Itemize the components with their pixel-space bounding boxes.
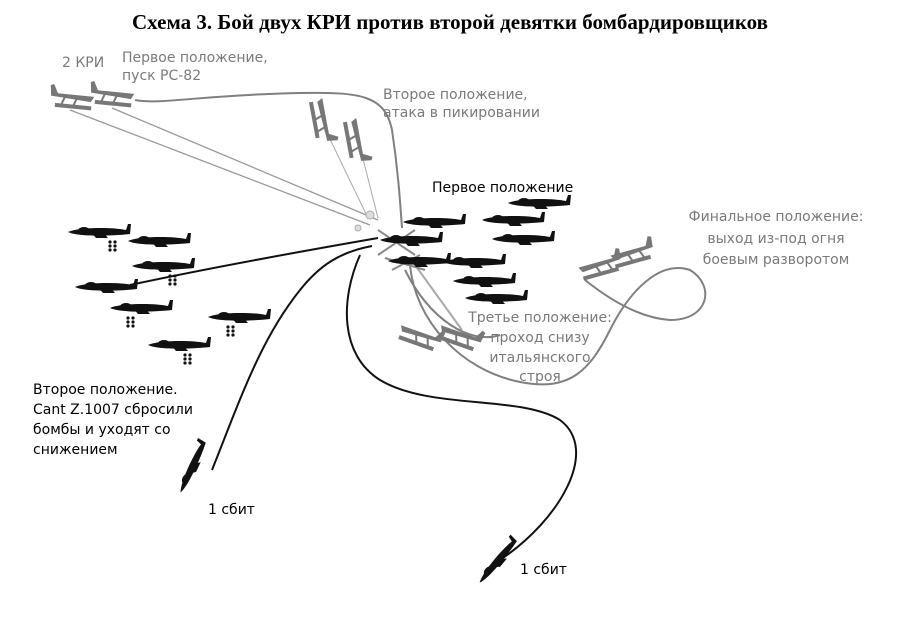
label-third-4: строя <box>519 369 561 385</box>
label-bombers-second-4: снижением <box>33 442 118 458</box>
label-second-position-2: атака в пикировании <box>383 105 540 121</box>
track-under-formation <box>404 269 501 339</box>
label-final-2: выход из-под огня <box>707 231 844 247</box>
label-downed-1: 1 сбит <box>208 502 255 518</box>
bomber-icon <box>75 279 138 293</box>
label-2-kri: 2 КРИ <box>62 55 104 71</box>
label-bombers-first: Первое положение <box>432 180 573 196</box>
fighter-tracks <box>69 91 707 386</box>
diagram-title: Схема 3. Бой двух КРИ против второй девя… <box>132 10 768 34</box>
label-bombers-second: Второе положение. <box>33 382 178 398</box>
bombs-icon <box>126 316 135 328</box>
bomber-icon <box>482 212 545 226</box>
bomber-icon <box>508 195 571 209</box>
track-bombers-descend <box>129 237 379 286</box>
bomber-tracks <box>129 237 578 561</box>
label-downed-2: 1 сбит <box>520 562 567 578</box>
bomber-icon <box>380 232 443 246</box>
label-third-3: итальянского <box>489 350 590 366</box>
dive-trail-2 <box>361 154 379 219</box>
bomber-icon <box>443 254 506 268</box>
track-third-to-final <box>409 264 707 386</box>
bomber-icon <box>465 290 528 304</box>
fighter-icon <box>435 321 488 353</box>
label-final-3: боевым разворотом <box>703 252 850 268</box>
label-first-position: Первое положение, <box>122 50 268 66</box>
downed-bomber-icon <box>474 534 521 587</box>
label-final: Финальное положение: <box>689 209 864 225</box>
bomber-icon <box>492 231 555 245</box>
rocket-trail-2 <box>111 107 379 221</box>
bomber-icon <box>453 273 516 287</box>
fighter-icon <box>395 321 448 353</box>
bombs-icon <box>183 353 192 365</box>
fighter-icon <box>303 95 342 149</box>
fighter-icon <box>84 78 137 114</box>
label-third-2: проход снизу <box>490 330 589 346</box>
track-downed-2 <box>345 254 578 561</box>
label-second-position: Второе положение, <box>383 87 528 103</box>
bombs-icon <box>226 325 235 337</box>
label-bombers-second-3: бомбы и уходят со <box>33 422 171 438</box>
label-bombers-second-2: Cant Z.1007 сбросили <box>33 402 193 418</box>
track-first-to-second <box>134 91 403 229</box>
bomber-icon <box>208 309 271 323</box>
bomber-icon <box>403 214 466 228</box>
fighter-icon <box>337 115 376 169</box>
bomber-icon <box>68 224 131 238</box>
bomber-icon <box>132 258 195 272</box>
track-downed-1 <box>211 245 373 471</box>
third-pass-trail <box>409 257 463 331</box>
bomber-icon <box>128 233 191 247</box>
label-first-position-2: пуск РС-82 <box>122 68 201 84</box>
bombs-icon <box>108 240 117 252</box>
bomber-icon <box>110 300 173 314</box>
dive-trail-1 <box>327 134 369 219</box>
rocket-trail-1 <box>69 109 371 226</box>
downed-bomber-icon <box>174 438 210 495</box>
bomber-icon <box>148 337 211 351</box>
label-third: Третье положение: <box>467 310 612 326</box>
